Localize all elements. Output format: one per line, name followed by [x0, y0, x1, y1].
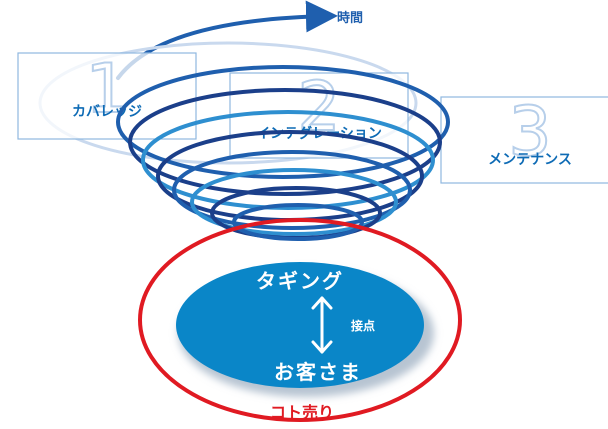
- customer-label: お客さま: [274, 360, 362, 384]
- core-ellipse: [176, 262, 424, 388]
- phase-number-3: 3: [508, 93, 551, 172]
- tagging-label: タギング: [256, 269, 344, 293]
- phase-box-3: 3 メンテナンス: [440, 92, 608, 184]
- phase-box-1: 1 カバレッジ: [17, 49, 197, 140]
- phase-label-1: カバレッジ: [72, 104, 142, 120]
- koto-uri-ring: [138, 218, 462, 422]
- koto-uri-label: コト売り: [270, 403, 334, 422]
- spiral-rings: [116, 65, 450, 241]
- phase-number-1: 1: [85, 50, 128, 129]
- contact-arrow: [311, 296, 333, 354]
- time-label: 時間: [337, 10, 363, 26]
- phase-label-3: メンテナンス: [488, 152, 572, 168]
- contact-label: 接点: [351, 318, 375, 333]
